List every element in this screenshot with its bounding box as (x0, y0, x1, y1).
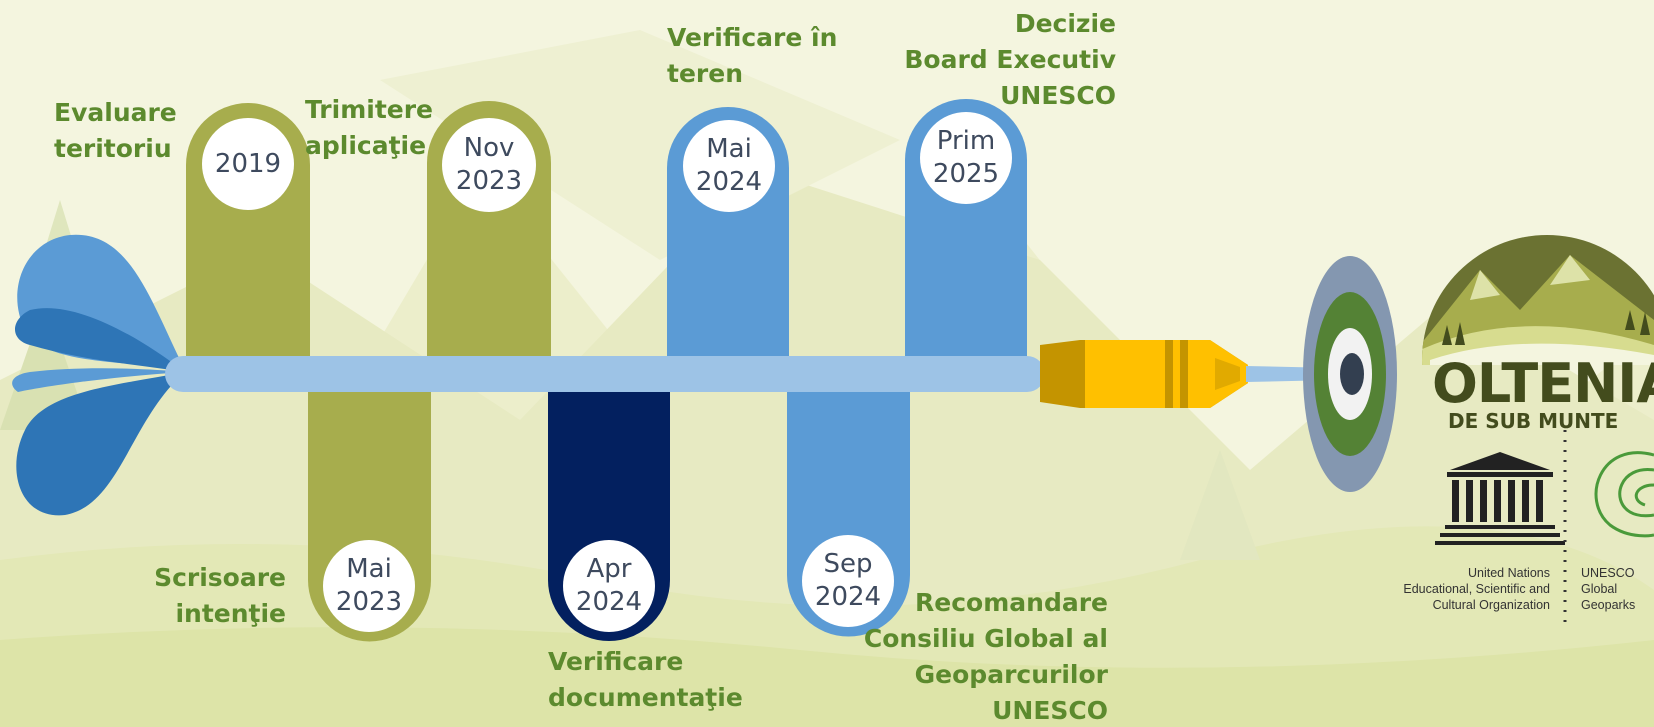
milestone-label-line: aplicaţie (305, 131, 427, 160)
date-badge: Sep 2024 (802, 535, 894, 627)
logo-subtitle: DE SUB MUNTE (1448, 409, 1619, 433)
unesco-caption-line-1: United Nations (1468, 566, 1550, 580)
date-badge-line-2: 2024 (575, 587, 643, 617)
date-badge: Apr 2024 (563, 540, 655, 632)
date-badge-line-2: 2023 (455, 166, 523, 196)
date-badge-line-1: 2019 (214, 148, 282, 179)
milestone-label-line: intenţie (175, 599, 286, 628)
date-badge-line-1: Prim (936, 126, 996, 156)
milestone-label-line: Evaluare (54, 98, 177, 127)
milestone-label-line: Decizie (1014, 9, 1116, 38)
dart-feather-bottom (16, 372, 186, 516)
milestone-label-line: Consiliu Global al (863, 624, 1108, 653)
milestone-label-line: Verificare (548, 647, 684, 676)
milestone-label-line: Board Executiv (904, 45, 1116, 74)
date-badge-line-1: Apr (586, 554, 632, 584)
dart-shaft (165, 356, 1045, 392)
milestone-label-line: Geoparcurilor (914, 660, 1108, 689)
geoparks-swirl-icon (1594, 451, 1654, 538)
logo-title: OLTENIA (1432, 352, 1654, 415)
milestone-label: Recomandare Consiliu Global al Geoparcur… (864, 585, 1108, 727)
date-badge-line-1: Nov (463, 133, 515, 163)
dart-feather-middle (15, 308, 185, 372)
milestone-label: Scrisoare intenţie (154, 560, 286, 632)
milestone-label: Evaluare teritoriu (54, 95, 177, 167)
geoparks-caption-line-1: UNESCO (1581, 566, 1635, 580)
date-badge-line-2: 2023 (335, 587, 403, 617)
date-badge: 2019 (202, 118, 294, 210)
date-badge-line-2: 2024 (814, 582, 882, 612)
milestone-label-line: teren (667, 59, 743, 88)
milestone-label-line: documentaţie (548, 683, 743, 712)
milestone-label-line: Verificare în (667, 23, 838, 52)
date-badge: Prim 2025 (920, 112, 1012, 204)
geoparks-caption-line-3: Geoparks (1581, 598, 1636, 612)
unesco-temple-icon (1435, 452, 1565, 545)
unesco-caption: United Nations Educational, Scientific a… (1403, 565, 1550, 613)
geoparks-caption-line-2: Global (1581, 582, 1618, 596)
date-badge-line-2: 2025 (932, 159, 1000, 189)
milestone-label-line: UNESCO (992, 696, 1108, 725)
geoparks-caption: UNESCO Global Geoparks (1581, 565, 1635, 613)
milestone-label: Decizie Board Executiv UNESCO (904, 6, 1116, 114)
milestone-label: Verificare în teren (667, 20, 837, 92)
date-badge-line-2: 2024 (695, 167, 763, 197)
date-badge-line-1: Mai (346, 554, 392, 584)
date-badge: Mai 2023 (323, 540, 415, 632)
milestone-label-line: Trimitere (305, 95, 434, 124)
milestone-label-line: UNESCO (1000, 81, 1116, 110)
milestone-label-line: Scrisoare (154, 563, 286, 592)
unesco-caption-line-2: Educational, Scientific and (1403, 582, 1550, 596)
date-badge-line-1: Sep (823, 549, 873, 579)
milestone-label: Trimitere aplicaţie (305, 92, 433, 164)
date-badge: Nov 2023 (442, 118, 536, 212)
milestone-label: Verificare documentaţie (548, 644, 743, 716)
date-badge: Mai 2024 (683, 120, 775, 212)
milestone-label-line: teritoriu (54, 134, 172, 163)
unesco-caption-line-3: Cultural Organization (1432, 598, 1550, 612)
milestone-label-line: Recomandare (915, 588, 1108, 617)
date-badge-line-1: Mai (706, 134, 752, 164)
